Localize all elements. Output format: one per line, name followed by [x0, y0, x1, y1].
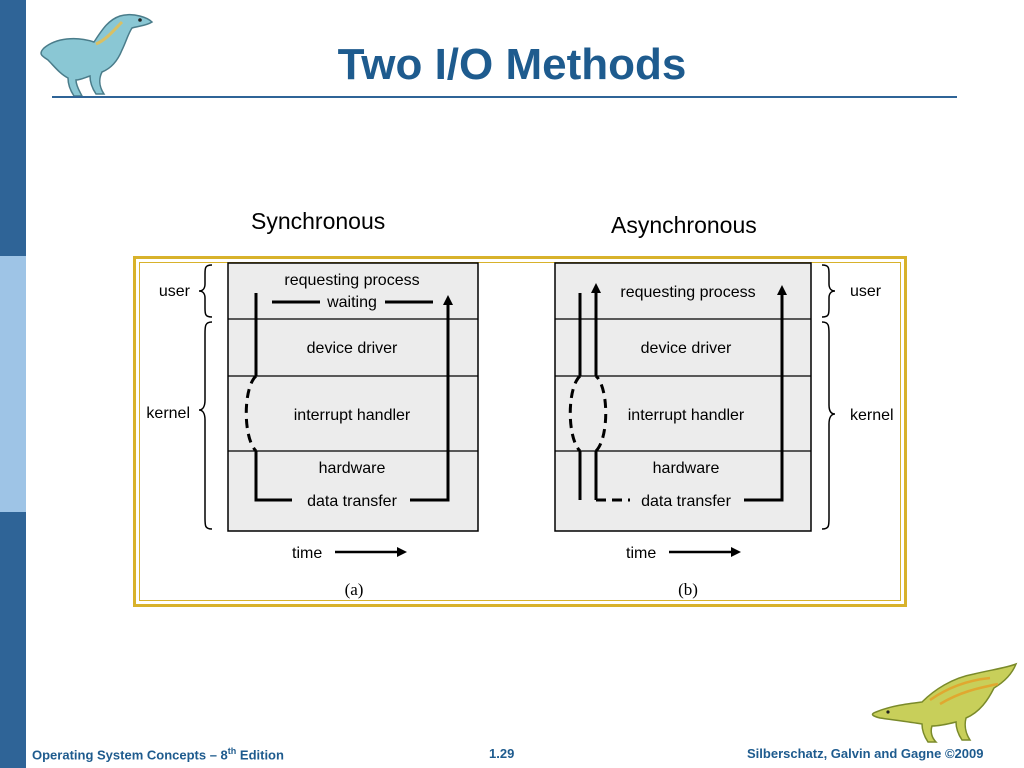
panel-b-data-transfer: data transfer: [641, 493, 732, 510]
synchronous-label: Synchronous: [251, 208, 386, 234]
panel-a-data-transfer: data transfer: [307, 493, 398, 510]
panel-a-requesting-process: requesting process: [284, 272, 419, 289]
page-title: Two I/O Methods: [337, 40, 687, 89]
panel-b-requesting-process: requesting process: [620, 284, 755, 301]
panel-b-kernel-label: kernel: [850, 407, 894, 424]
footer-page-number: 1.29: [489, 746, 515, 761]
panel-a-device-driver: device driver: [307, 340, 398, 357]
panel-b-device-driver: device driver: [641, 340, 732, 357]
footer-book-title: Operating System Concepts – 8th Edition: [32, 746, 284, 763]
panel-b-box: [554, 262, 812, 532]
panel-b-user-brace: [821, 264, 836, 318]
panel-a-waiting: waiting: [326, 294, 377, 311]
dinosaur-logo-top: [40, 13, 154, 97]
panel-a-kernel-brace: [198, 321, 213, 530]
panel-a-time-label: time: [292, 545, 322, 562]
sidebar-light: [0, 256, 26, 512]
asynchronous-label: Asynchronous: [611, 212, 757, 238]
title-divider: [52, 96, 957, 98]
panel-a-caption: (a): [345, 580, 364, 599]
panel-b-user-label: user: [850, 283, 882, 300]
panel-b-flow-path: [568, 283, 787, 502]
panel-b-caption: (b): [678, 580, 698, 599]
panel-a: requesting process waiting device driver…: [146, 262, 479, 599]
figure-inner-border: [139, 262, 901, 601]
panel-b-time-label: time: [626, 545, 656, 562]
panel-a-user-brace: [198, 264, 213, 318]
panel-b-interrupt-handler: interrupt handler: [628, 407, 745, 424]
panel-b-hardware: hardware: [653, 460, 720, 477]
panel-a-flow-path: [244, 293, 453, 502]
panel-a-interrupt-handler: interrupt handler: [294, 407, 411, 424]
panel-b: requesting process device driver interru…: [554, 262, 894, 599]
panel-b-kernel-brace: [821, 321, 836, 530]
panel-a-box: [227, 262, 479, 532]
panel-a-hardware: hardware: [319, 460, 386, 477]
footer-copyright: Silberschatz, Galvin and Gagne ©2009: [747, 746, 984, 761]
panel-a-kernel-label: kernel: [146, 405, 190, 422]
dinosaur-logo-bottom: [871, 662, 1018, 743]
panel-a-user-label: user: [159, 283, 191, 300]
